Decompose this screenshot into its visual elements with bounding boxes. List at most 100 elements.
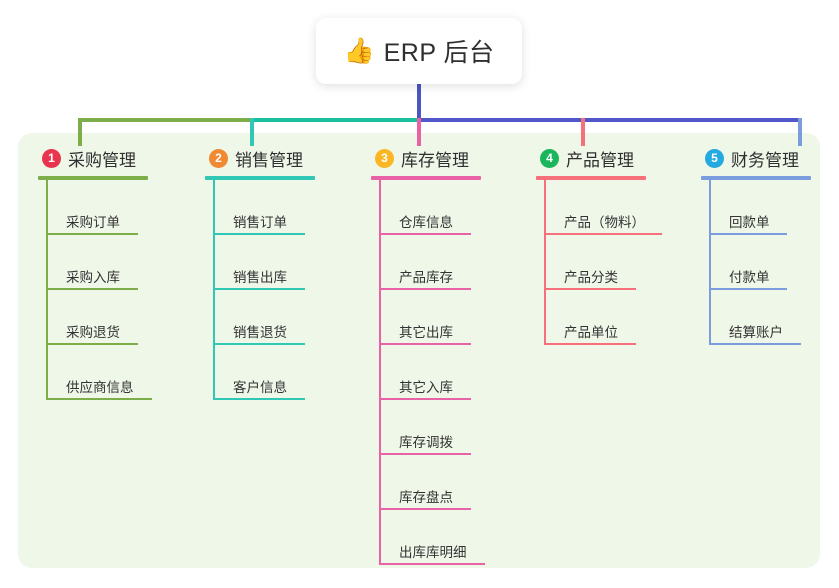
leaf-item-rule — [379, 233, 471, 235]
column-4: 4 产品管理产品（物料） 产品分类产品单位 — [536, 145, 662, 345]
leaf-item-rule — [46, 233, 138, 235]
column-badge-2: 2 — [209, 148, 228, 168]
column-items-2: 销售订单销售出库销售退货客户信息 — [205, 180, 315, 400]
leaf-item-label: 仓库信息 — [399, 215, 453, 231]
leaf-item[interactable]: 产品单位 — [536, 290, 646, 345]
leaf-item-label: 客户信息 — [233, 380, 287, 396]
leaf-item-label: 采购订单 — [66, 215, 120, 231]
leaf-item[interactable]: 产品分类 — [536, 235, 646, 290]
column-1: 1 采购管理采购订单采购入库采购退货供应商信息 — [38, 145, 152, 400]
leaf-item-rule — [213, 233, 305, 235]
leaf-item-rule — [379, 508, 471, 510]
leaf-item[interactable]: 产品库存 — [371, 235, 481, 290]
leaf-item-rule — [213, 398, 305, 400]
leaf-item-label: 产品库存 — [399, 270, 453, 286]
leaf-item[interactable]: 回款单 — [701, 180, 811, 235]
leaf-item-rule — [379, 398, 471, 400]
leaf-item-rule — [544, 233, 662, 235]
leaf-item-label: 采购退货 — [66, 325, 120, 341]
leaf-item[interactable]: 其它出库 — [371, 290, 481, 345]
leaf-item[interactable]: 出库库明细 — [371, 510, 485, 565]
column-spine-1 — [46, 180, 48, 400]
leaf-item-rule — [46, 343, 138, 345]
leaf-item-rule — [544, 288, 636, 290]
leaf-item-rule — [213, 288, 305, 290]
column-badge-3: 3 — [375, 148, 394, 168]
column-spine-3 — [379, 180, 381, 565]
leaf-item-label: 回款单 — [729, 215, 770, 231]
leaf-item[interactable]: 采购退货 — [38, 290, 148, 345]
column-5: 5 财务管理回款单付款单结算账户 — [701, 145, 811, 345]
column-header-3[interactable]: 3 库存管理 — [371, 145, 481, 171]
thumbs-up-icon: 👍 — [343, 36, 375, 65]
leaf-item[interactable]: 采购入库 — [38, 235, 148, 290]
leaf-item[interactable]: 采购订单 — [38, 180, 148, 235]
leaf-item[interactable]: 销售退货 — [205, 290, 315, 345]
column-items-3: 仓库信息产品库存其它出库其它入库库存调拨库存盘点出库库明细 — [371, 180, 485, 565]
leaf-item-label: 库存调拨 — [399, 435, 453, 451]
leaf-item[interactable]: 供应商信息 — [38, 345, 152, 400]
column-title-1: 采购管理 — [68, 150, 136, 170]
leaf-item-rule — [379, 288, 471, 290]
leaf-item[interactable]: 产品（物料） — [536, 180, 662, 235]
leaf-item-rule — [709, 233, 787, 235]
leaf-item-label: 销售订单 — [233, 215, 287, 231]
leaf-item-rule — [213, 343, 305, 345]
leaf-item-rule — [379, 343, 471, 345]
column-badge-5: 5 — [705, 148, 724, 168]
leaf-item-rule — [709, 288, 787, 290]
column-spine-2 — [213, 180, 215, 400]
root-title: ERP 后台 — [383, 39, 495, 67]
leaf-item-label: 其它入库 — [399, 380, 453, 396]
column-header-rule-3 — [371, 176, 481, 180]
leaf-item[interactable]: 销售出库 — [205, 235, 315, 290]
leaf-item-label: 库存盘点 — [399, 490, 453, 506]
leaf-item-label: 其它出库 — [399, 325, 453, 341]
leaf-item[interactable]: 库存盘点 — [371, 455, 481, 510]
diagram-panel — [18, 133, 820, 568]
column-spine-5 — [709, 180, 711, 345]
leaf-item[interactable]: 仓库信息 — [371, 180, 481, 235]
column-title-3: 库存管理 — [401, 150, 469, 170]
column-header-rule-4 — [536, 176, 646, 180]
leaf-item[interactable]: 客户信息 — [205, 345, 315, 400]
column-badge-1: 1 — [42, 148, 61, 168]
leaf-item-rule — [379, 563, 485, 565]
column-header-rule-2 — [205, 176, 315, 180]
leaf-item-label: 产品单位 — [564, 325, 618, 341]
column-title-4: 产品管理 — [566, 150, 634, 170]
leaf-item-rule — [46, 398, 152, 400]
column-title-5: 财务管理 — [731, 150, 799, 170]
leaf-item[interactable]: 库存调拨 — [371, 400, 481, 455]
leaf-item[interactable]: 销售订单 — [205, 180, 315, 235]
column-spine-4 — [544, 180, 546, 345]
column-header-4[interactable]: 4 产品管理 — [536, 145, 646, 171]
column-header-rule-1 — [38, 176, 148, 180]
column-header-5[interactable]: 5 财务管理 — [701, 145, 811, 171]
leaf-item-label: 产品分类 — [564, 270, 618, 286]
leaf-item-rule — [709, 343, 801, 345]
leaf-item-rule — [379, 453, 471, 455]
leaf-item-label: 付款单 — [729, 270, 770, 286]
leaf-item-label: 供应商信息 — [66, 380, 134, 396]
leaf-item-label: 出库库明细 — [399, 545, 467, 561]
column-badge-4: 4 — [540, 148, 559, 168]
leaf-item-label: 销售退货 — [233, 325, 287, 341]
leaf-item-rule — [46, 288, 138, 290]
column-header-1[interactable]: 1 采购管理 — [38, 145, 148, 171]
leaf-item[interactable]: 付款单 — [701, 235, 811, 290]
column-3: 3 库存管理仓库信息产品库存其它出库其它入库库存调拨库存盘点出库库明细 — [371, 145, 485, 565]
column-header-rule-5 — [701, 176, 811, 180]
leaf-item[interactable]: 其它入库 — [371, 345, 481, 400]
leaf-item-label: 结算账户 — [729, 325, 783, 341]
leaf-item[interactable]: 结算账户 — [701, 290, 811, 345]
column-items-5: 回款单付款单结算账户 — [701, 180, 811, 345]
column-items-4: 产品（物料） 产品分类产品单位 — [536, 180, 662, 345]
root-node[interactable]: 👍 ERP 后台 — [316, 18, 522, 84]
leaf-item-label: 采购入库 — [66, 270, 120, 286]
leaf-item-label: 销售出库 — [233, 270, 287, 286]
leaf-item-label: 产品（物料） — [564, 215, 645, 231]
